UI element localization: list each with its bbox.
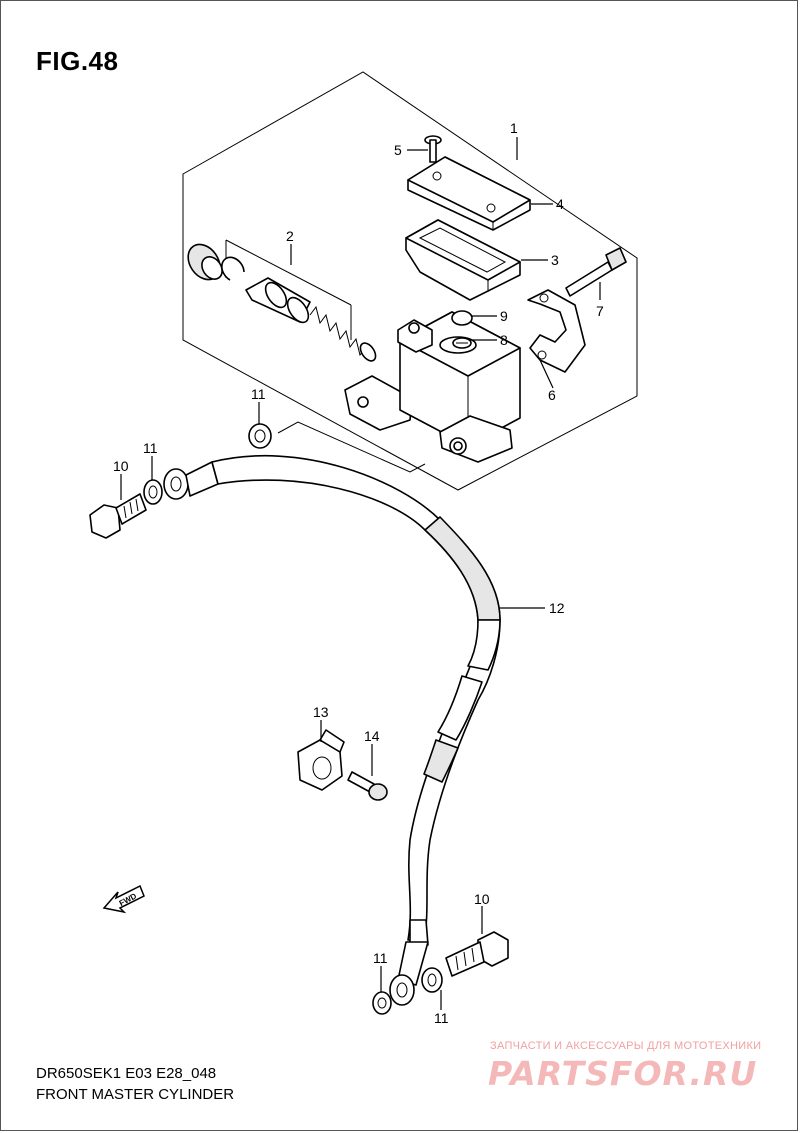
reservoir-cap[interactable] — [407, 156, 531, 231]
callout-11-lower-left: 11 — [373, 950, 388, 966]
callout-14: 14 — [364, 728, 380, 744]
callout-10-lower: 10 — [474, 891, 490, 907]
clamp-screw[interactable] — [347, 771, 388, 801]
dust-cap[interactable] — [451, 310, 473, 326]
callout-13: 13 — [313, 704, 329, 720]
callout-11-bolt: 11 — [143, 440, 158, 456]
callout-12: 12 — [549, 600, 565, 616]
piston-set[interactable] — [182, 238, 379, 363]
handlebar-clamp[interactable] — [527, 289, 586, 373]
union-bolt-upper[interactable] — [89, 493, 147, 539]
callout-11-upper: 11 — [251, 386, 266, 402]
callout-2: 2 — [286, 228, 294, 244]
clamp-bolt[interactable] — [565, 247, 627, 297]
callout-6: 6 — [548, 387, 556, 403]
callout-1: 1 — [510, 120, 518, 136]
callout-4: 4 — [556, 196, 564, 212]
washer-lower-right[interactable] — [421, 967, 443, 993]
assembly-outline — [182, 71, 638, 491]
washer-lower-left[interactable] — [372, 991, 392, 1015]
watermark-logo: PARTSFOR.RU — [488, 1054, 758, 1093]
union-bolt-lower[interactable] — [445, 931, 509, 977]
brake-hose[interactable] — [163, 454, 501, 1006]
callout-11-lower-right: 11 — [434, 1010, 449, 1026]
washer-upper-bolt[interactable] — [143, 479, 163, 505]
callout-8: 8 — [500, 332, 508, 348]
washer-upper[interactable] — [248, 423, 272, 449]
hose-clamp[interactable] — [297, 729, 345, 791]
callout-3: 3 — [551, 252, 559, 268]
figure-name: FRONT MASTER CYLINDER — [36, 1086, 235, 1103]
callout-7: 7 — [596, 303, 604, 319]
body-screw[interactable] — [452, 337, 472, 349]
callout-9: 9 — [500, 308, 508, 324]
watermark-caption: ЗАПЧАСТИ И АКСЕССУАРЫ ДЛЯ МОТОТЕХНИКИ — [490, 1040, 762, 1052]
leader-lines — [120, 137, 601, 1010]
forward-arrow-icon: FWD — [102, 884, 145, 914]
master-cylinder-body[interactable] — [344, 311, 521, 463]
callout-10-upper: 10 — [113, 458, 129, 474]
callout-5: 5 — [394, 142, 402, 158]
figure-title: FIG.48 — [36, 46, 119, 76]
cap-screw[interactable] — [424, 135, 442, 163]
alignment-line — [277, 421, 426, 473]
model-code: DR650SEK1 E03 E28_048 — [36, 1065, 217, 1082]
diaphragm[interactable] — [405, 219, 521, 301]
